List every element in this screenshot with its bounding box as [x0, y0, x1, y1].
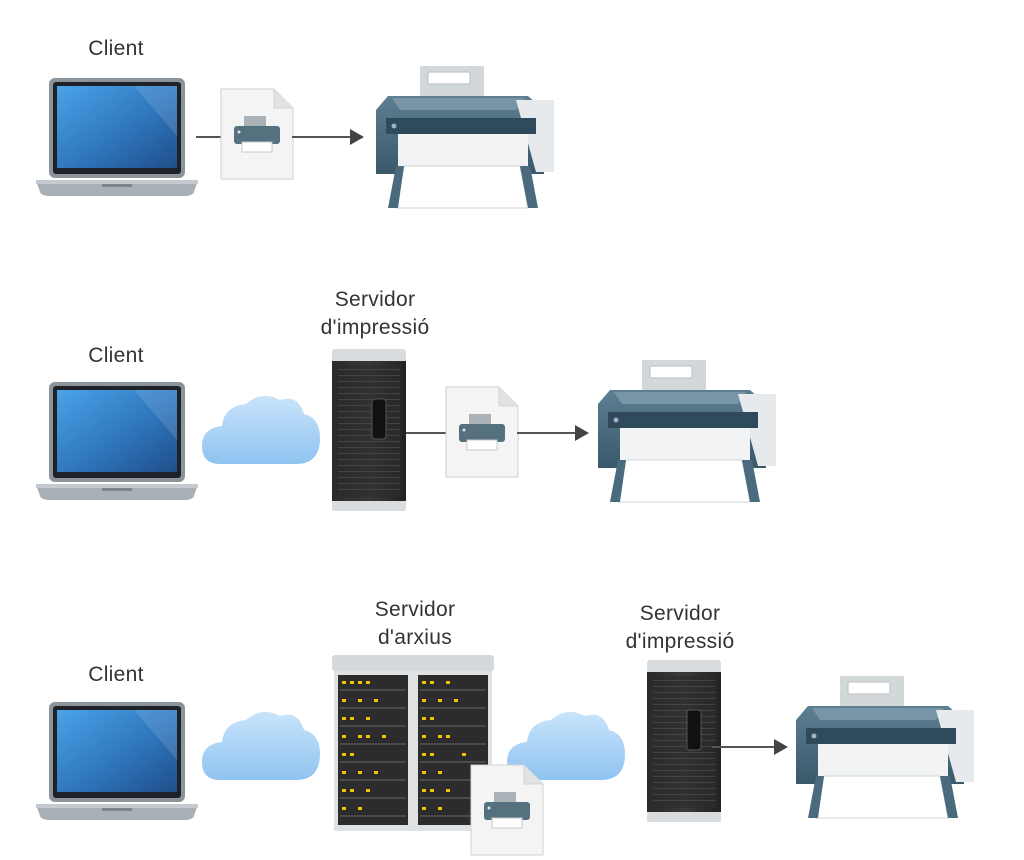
laptop-icon [34, 380, 200, 504]
print-server-label-line1: Servidor [639, 602, 721, 625]
document-icon [220, 88, 294, 180]
tower-server-icon [645, 660, 723, 824]
printer-icon [368, 62, 558, 210]
print-server-label-line1: Servidor [334, 288, 416, 311]
print-server-label-line2: d'impressió [625, 630, 735, 653]
document-icon [470, 764, 544, 856]
client-label: Client [88, 37, 144, 60]
connector-line [292, 136, 352, 138]
client-label: Client [88, 344, 144, 367]
laptop-icon [34, 76, 200, 200]
file-server-label-line1: Servidor [374, 598, 456, 621]
connector-line [517, 432, 577, 434]
printer-icon [590, 356, 780, 504]
connector-line [712, 746, 776, 748]
document-icon [445, 386, 519, 478]
client-label: Client [88, 663, 144, 686]
printer-icon [788, 672, 978, 820]
arrowhead [774, 739, 788, 755]
cloud-icon [200, 704, 322, 782]
connector-line [196, 136, 222, 138]
laptop-icon [34, 700, 200, 824]
file-server-label-line2: d'arxius [377, 626, 453, 649]
arrowhead [350, 129, 364, 145]
print-server-label-line2: d'impressió [320, 316, 430, 339]
tower-server-icon [330, 349, 408, 513]
connector-line [406, 432, 448, 434]
arrowhead [575, 425, 589, 441]
cloud-icon [200, 388, 322, 466]
